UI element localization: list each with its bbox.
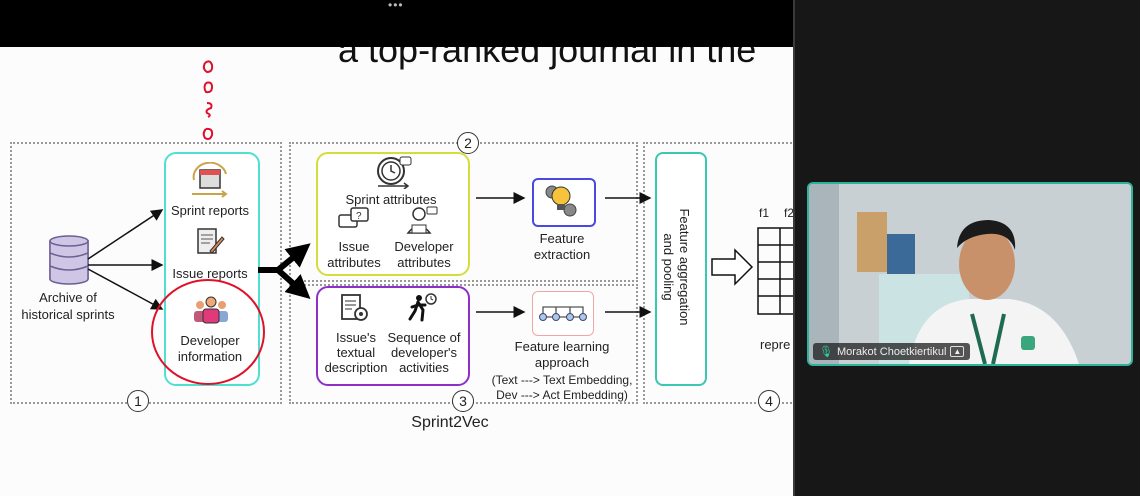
chat-question-icon: ? bbox=[338, 207, 370, 238]
feature-extraction-label-1: Feature bbox=[539, 231, 585, 246]
developer-info-label-1: Developer bbox=[180, 333, 240, 348]
section-2-number: 2 bbox=[457, 132, 479, 154]
developer-laptop-icon bbox=[406, 205, 438, 240]
feature-matrix-grid bbox=[757, 227, 793, 322]
clock-sprint-icon bbox=[374, 155, 414, 194]
issue-attributes-label-1: Issue bbox=[338, 239, 370, 254]
red-scribble-1 bbox=[202, 60, 214, 74]
sprint-reports-label: Sprint reports bbox=[170, 203, 250, 218]
arrow-to-developer-info bbox=[87, 268, 164, 310]
fork-arrow-down bbox=[276, 267, 311, 299]
hollow-arrow bbox=[711, 248, 754, 286]
video-panel: 🎙 Morakot Choetkiertikul ▲ bbox=[793, 0, 1140, 496]
fork-arrow-up bbox=[258, 243, 311, 273]
section-1-number: 1 bbox=[127, 390, 149, 412]
running-person-clock-icon bbox=[408, 293, 438, 328]
archive-label-2: historical sprints bbox=[21, 307, 115, 322]
document-gear-icon bbox=[340, 293, 370, 328]
developer-attributes-label-2: attributes bbox=[397, 255, 451, 270]
developer-attributes-label-1: Developer bbox=[394, 239, 454, 254]
sequence-label-2: developer's bbox=[390, 345, 458, 360]
section-3-number: 3 bbox=[452, 390, 474, 412]
textual-label-1: Issue's bbox=[335, 330, 377, 345]
matrix-col-f2: f2 bbox=[783, 206, 793, 220]
textual-label-3: description bbox=[324, 360, 388, 375]
textual-label-2: textual bbox=[336, 345, 376, 360]
diagram-caption: Sprint2Vec bbox=[411, 414, 489, 431]
sequence-label-1: Sequence of bbox=[387, 330, 461, 345]
document-pen-icon bbox=[196, 227, 226, 262]
matrix-col-f1: f1 bbox=[758, 206, 769, 220]
feature-learning-label-4: Dev ---> Act Embedding) bbox=[496, 388, 628, 402]
red-scribble-4 bbox=[202, 127, 214, 140]
issue-attributes-label-2: attributes bbox=[327, 255, 381, 270]
feature-extraction-label-2: extraction bbox=[533, 247, 591, 262]
sprint-attributes-label: Sprint attributes bbox=[345, 192, 437, 207]
diagram-arrows bbox=[87, 60, 754, 385]
archive-label-1: Archive of bbox=[39, 290, 97, 305]
screen-share-icon[interactable]: ▲ bbox=[950, 346, 965, 357]
microphone-icon[interactable]: 🎙 bbox=[819, 346, 833, 358]
team-icon bbox=[192, 294, 230, 329]
section-4-frame bbox=[643, 142, 793, 404]
red-scribble-2 bbox=[203, 81, 214, 94]
feature-learning-label-1: Feature learning bbox=[514, 339, 610, 354]
svg-text:?: ? bbox=[356, 211, 362, 222]
aggregation-box bbox=[655, 152, 707, 386]
slide-title: a top-ranked journal in the bbox=[338, 47, 757, 70]
lightbulb-gears-icon bbox=[544, 182, 580, 225]
representation-label: repre bbox=[760, 337, 791, 352]
data-sources-box bbox=[164, 152, 260, 386]
shared-slide: a top-ranked journal in the 1 2 3 4 Arch… bbox=[0, 47, 793, 496]
section-4-number: 4 bbox=[758, 390, 780, 412]
network-nodes-icon bbox=[537, 303, 589, 328]
feature-learning-label-2: approach bbox=[534, 355, 590, 370]
participant-name-tag: 🎙 Morakot Choetkiertikul ▲ bbox=[813, 343, 971, 360]
more-options-icon[interactable]: ••• bbox=[388, 0, 404, 12]
sprint-calendar-icon bbox=[188, 161, 232, 203]
top-toolbar: ••• bbox=[0, 0, 793, 47]
participant-video-tile[interactable]: 🎙 Morakot Choetkiertikul ▲ bbox=[807, 182, 1133, 366]
participant-name: Morakot Choetkiertikul bbox=[836, 345, 947, 358]
video-feed bbox=[809, 184, 1131, 364]
arrow-to-sprint-reports bbox=[87, 209, 164, 260]
sequence-label-3: activities bbox=[399, 360, 449, 375]
red-circle-annotation bbox=[151, 279, 265, 385]
developer-info-label-2: information bbox=[177, 349, 243, 364]
issue-reports-label: Issue reports bbox=[172, 266, 248, 281]
feature-learning-label-3: (Text ---> Text Embedding, bbox=[491, 373, 633, 387]
red-scribble-3 bbox=[205, 102, 213, 118]
database-icon bbox=[48, 235, 90, 290]
